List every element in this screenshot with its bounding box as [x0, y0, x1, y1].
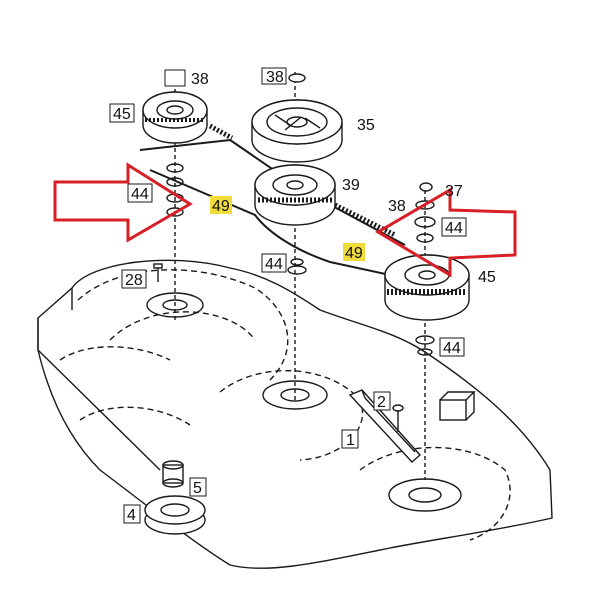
label-4: 4	[127, 507, 136, 524]
spindle-base-left	[146, 292, 204, 318]
label-44-right-top: 44	[445, 220, 463, 237]
label-37: 37	[445, 183, 463, 200]
label-38-top-mid: 38	[266, 69, 284, 86]
deck-edge-left	[37, 288, 161, 471]
part-labels: 38 38 45 35 39 44 49 37 38 44 49 44 28 4…	[113, 69, 496, 524]
washer-44-mid	[287, 258, 307, 275]
bearing-5	[162, 460, 184, 488]
pulley-45-right	[384, 254, 470, 321]
bolt-28	[153, 263, 163, 282]
deck-dashed-left	[59, 346, 191, 426]
label-2: 2	[377, 394, 386, 411]
label-44-left: 44	[131, 186, 149, 203]
spindle-base-right	[388, 478, 462, 512]
label-44-right-bottom: 44	[443, 340, 461, 357]
arrow-right	[375, 187, 517, 278]
label-5: 5	[193, 480, 202, 497]
belt-teeth-upper	[208, 123, 397, 238]
highlight-49-right	[343, 243, 365, 261]
label-45-left: 45	[113, 106, 131, 123]
mower-deck	[37, 259, 553, 569]
pulley-39	[254, 164, 336, 226]
label-38-right: 38	[388, 198, 406, 215]
arrow-left	[53, 162, 193, 243]
pulley-35	[251, 99, 343, 163]
label-1: 1	[346, 432, 355, 449]
label-38-top-left: 38	[191, 71, 209, 88]
nut-37	[419, 182, 433, 192]
pulley-hub-4	[144, 495, 206, 535]
label-28: 28	[125, 272, 143, 289]
deck-inner-dashed	[77, 269, 289, 381]
pulley-45-left	[142, 91, 208, 144]
washers-38-44-right	[414, 200, 436, 243]
label-35: 35	[357, 117, 375, 134]
label-49-left: 49	[212, 198, 230, 215]
washer-44-right-bottom	[415, 335, 435, 356]
deck-bracket-right	[439, 391, 476, 421]
label-boxes	[109, 67, 467, 524]
bolt-1	[392, 404, 404, 432]
nut-38-top-mid	[288, 73, 306, 83]
label-49-right: 49	[345, 245, 363, 262]
label-45-right: 45	[478, 269, 496, 286]
spindle-base-center	[262, 380, 328, 410]
label-39: 39	[342, 177, 360, 194]
highlight-49-left	[210, 196, 232, 214]
blade-2	[348, 389, 421, 463]
label-44-mid: 44	[265, 256, 283, 273]
